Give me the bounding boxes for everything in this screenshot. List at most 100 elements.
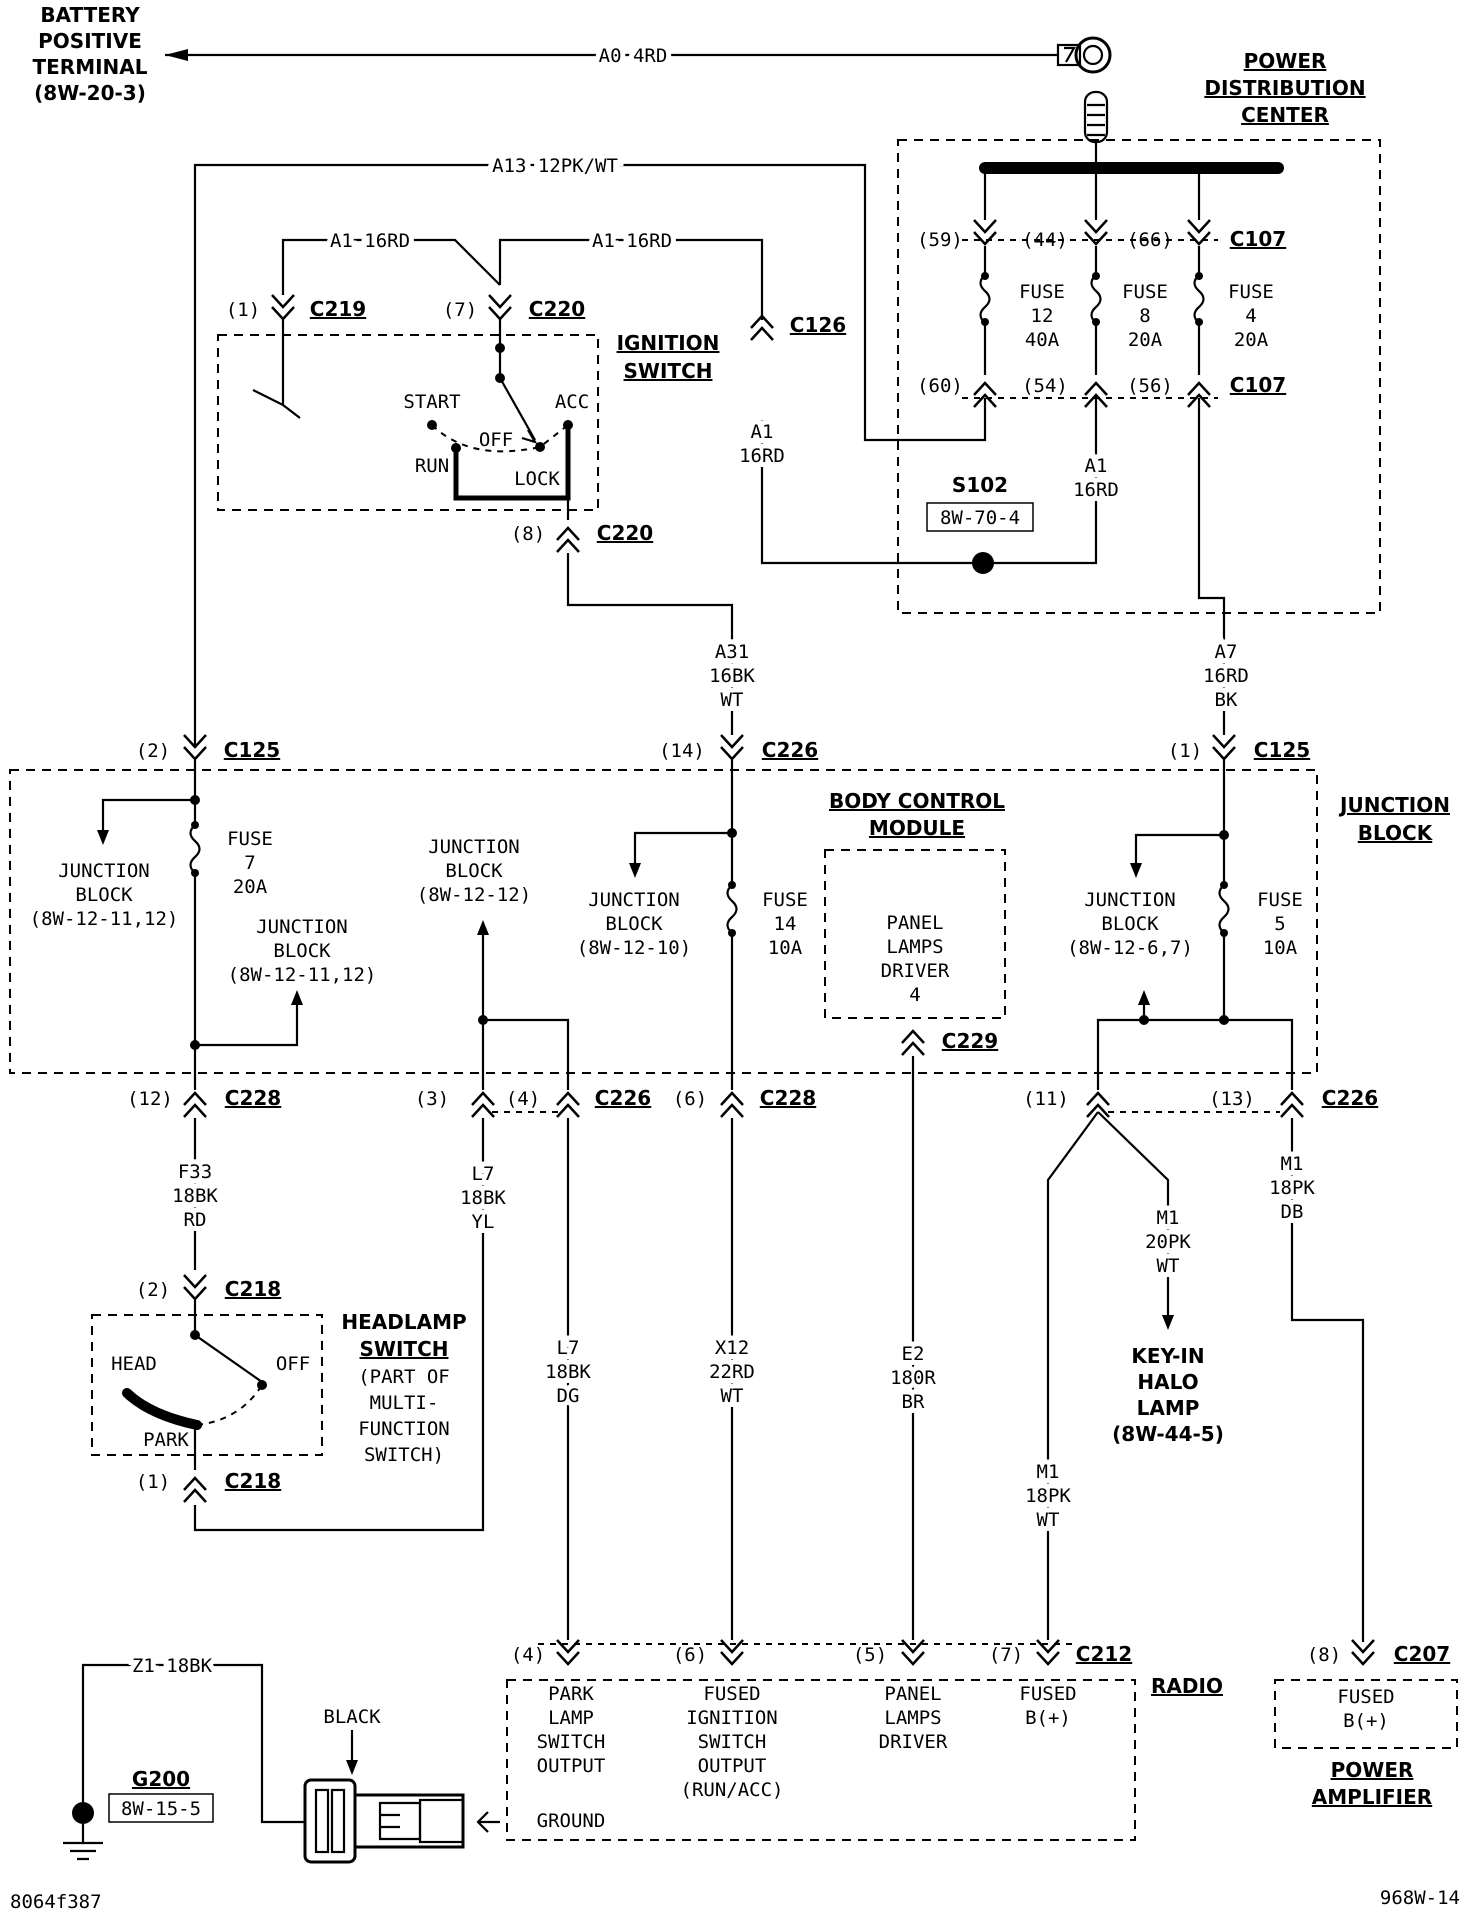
pin-c219-1: (1) bbox=[226, 299, 260, 321]
wire-a1-mid bbox=[498, 238, 764, 320]
battery-label: BATTERY POSITIVE TERMINAL (8W-20-3) bbox=[32, 3, 147, 105]
svg-text:MODULE: MODULE bbox=[869, 816, 965, 840]
svg-text:WT: WT bbox=[721, 1385, 744, 1407]
svg-text:8: 8 bbox=[1139, 305, 1150, 327]
connector-c219: C219 bbox=[310, 297, 366, 321]
wire-m1-wt bbox=[1046, 1111, 1099, 1640]
connector-c126: C126 bbox=[790, 313, 846, 337]
connector-c220-top: C220 bbox=[529, 297, 585, 321]
svg-text:(8W-12-11,12): (8W-12-11,12) bbox=[30, 908, 179, 930]
stud-icon bbox=[1083, 90, 1109, 168]
svg-text:SWITCH: SWITCH bbox=[698, 1731, 767, 1753]
ign-acc: ACC bbox=[555, 391, 589, 413]
svg-text:20A: 20A bbox=[1234, 329, 1269, 351]
wire-label-a13: A13 12PK/WT bbox=[492, 155, 618, 177]
svg-text:(8W-12-10): (8W-12-10) bbox=[577, 937, 691, 959]
svg-text:BLOCK: BLOCK bbox=[445, 860, 503, 882]
arrow-battery bbox=[165, 49, 188, 61]
svg-text:POWER: POWER bbox=[1331, 1758, 1414, 1782]
svg-text:A31: A31 bbox=[715, 641, 749, 663]
fuse-4-label: FUSE 4 20A bbox=[1228, 281, 1274, 351]
fuse-7-label: FUSE 7 20A bbox=[227, 828, 273, 898]
wire-label-a0: A0 4RD bbox=[599, 45, 668, 67]
svg-text:DISTRIBUTION: DISTRIBUTION bbox=[1204, 76, 1365, 100]
svg-text:YL: YL bbox=[472, 1211, 495, 1233]
svg-text:FUNCTION: FUNCTION bbox=[358, 1418, 450, 1440]
headlamp-off: OFF bbox=[276, 1353, 310, 1375]
svg-text:20A: 20A bbox=[1128, 329, 1163, 351]
connector-c218-bottom: C218 bbox=[225, 1469, 281, 1493]
svg-text:(8W-12-6,7): (8W-12-6,7) bbox=[1067, 937, 1193, 959]
svg-text:20A: 20A bbox=[233, 876, 268, 898]
svg-text:B(+): B(+) bbox=[1343, 1710, 1389, 1732]
bcm-box bbox=[824, 849, 1006, 1019]
svg-text:5: 5 bbox=[1274, 913, 1285, 935]
ignition-run-acc-bar bbox=[453, 425, 571, 501]
svg-text:FUSE: FUSE bbox=[1257, 889, 1303, 911]
fuse-8-label: FUSE 8 20A bbox=[1122, 281, 1168, 351]
ign-run: RUN bbox=[415, 455, 449, 477]
connector-c228-right: C228 bbox=[760, 1086, 816, 1110]
bcm-title: BODY CONTROL MODULE bbox=[829, 789, 1005, 840]
svg-text:18BK: 18BK bbox=[460, 1187, 506, 1209]
svg-text:16RD: 16RD bbox=[1203, 665, 1249, 687]
wire-m1-db bbox=[1290, 1118, 1365, 1642]
svg-text:JUNCTION: JUNCTION bbox=[428, 836, 520, 858]
svg-text:BK: BK bbox=[1215, 689, 1238, 711]
svg-text:PARK: PARK bbox=[548, 1683, 594, 1705]
svg-text:FUSE: FUSE bbox=[227, 828, 273, 850]
svg-text:(1): (1) bbox=[136, 1471, 170, 1493]
fuse-14-label: FUSE 14 10A bbox=[762, 889, 808, 959]
splice-s102-ref-box bbox=[926, 502, 1034, 532]
svg-text:180R: 180R bbox=[890, 1367, 936, 1389]
svg-text:WT: WT bbox=[721, 689, 744, 711]
headlamp-switch-box bbox=[91, 1314, 323, 1456]
connector-c226-mid: C226 bbox=[595, 1086, 651, 1110]
svg-text:IGNITION: IGNITION bbox=[617, 331, 720, 355]
bcm-panel-lamps-driver: PANEL LAMPS DRIVER 4 bbox=[881, 912, 950, 1006]
pin-54: (54) bbox=[1022, 375, 1068, 397]
ignition-switch-box bbox=[217, 334, 599, 511]
svg-text:PANEL: PANEL bbox=[886, 912, 943, 934]
svg-text:BLOCK: BLOCK bbox=[1358, 821, 1434, 845]
svg-text:BLOCK: BLOCK bbox=[1101, 913, 1159, 935]
svg-text:16BK: 16BK bbox=[709, 665, 755, 687]
svg-text:(4): (4) bbox=[506, 1088, 540, 1110]
black-connector-label: BLACK bbox=[323, 1706, 381, 1728]
svg-text:FUSE: FUSE bbox=[1122, 281, 1168, 303]
svg-text:40A: 40A bbox=[1025, 329, 1060, 351]
svg-text:WT: WT bbox=[1157, 1255, 1180, 1277]
svg-text:JUNCTION: JUNCTION bbox=[58, 860, 150, 882]
radio-park-lamp-switch-output: PARK LAMP SWITCH OUTPUT bbox=[537, 1683, 606, 1777]
svg-text:FUSE: FUSE bbox=[1228, 281, 1274, 303]
svg-text:FUSED: FUSED bbox=[1337, 1686, 1394, 1708]
svg-text:RD: RD bbox=[184, 1209, 207, 1231]
connector-c220-bottom: C220 bbox=[597, 521, 653, 545]
splice-s102 bbox=[972, 552, 994, 574]
headlamp-arc bbox=[122, 1388, 202, 1430]
svg-text:BODY CONTROL: BODY CONTROL bbox=[829, 789, 1005, 813]
pin-56: (56) bbox=[1127, 375, 1173, 397]
svg-text:(8W-44-5): (8W-44-5) bbox=[1112, 1422, 1224, 1446]
svg-text:M1: M1 bbox=[1157, 1207, 1180, 1229]
svg-text:(2): (2) bbox=[136, 1279, 170, 1301]
svg-text:10A: 10A bbox=[768, 937, 803, 959]
svg-text:BR: BR bbox=[902, 1391, 925, 1413]
black-connector-icon bbox=[303, 1778, 465, 1864]
ign-off: OFF bbox=[479, 429, 513, 451]
svg-text:BLOCK: BLOCK bbox=[273, 940, 331, 962]
svg-text:KEY-IN: KEY-IN bbox=[1131, 1344, 1204, 1368]
svg-text:(11): (11) bbox=[1023, 1088, 1069, 1110]
footer-left: 8064f387 bbox=[10, 1891, 102, 1913]
svg-text:SWITCH: SWITCH bbox=[360, 1337, 449, 1361]
svg-text:HALO: HALO bbox=[1137, 1370, 1198, 1394]
pin-c220-7: (7) bbox=[443, 299, 477, 321]
svg-text:JUNCTION: JUNCTION bbox=[588, 889, 680, 911]
svg-text:(6): (6) bbox=[673, 1644, 707, 1666]
pdc-title: POWER DISTRIBUTION CENTER bbox=[1204, 49, 1365, 127]
jb-ref-5: JUNCTION BLOCK (8W-12-6,7) bbox=[1067, 889, 1193, 959]
svg-text:OUTPUT: OUTPUT bbox=[698, 1755, 767, 1777]
svg-text:12: 12 bbox=[1031, 305, 1054, 327]
wire-label-a1-s102: A1 bbox=[1085, 455, 1108, 477]
fuse-12-label: FUSE 12 40A bbox=[1019, 281, 1065, 351]
